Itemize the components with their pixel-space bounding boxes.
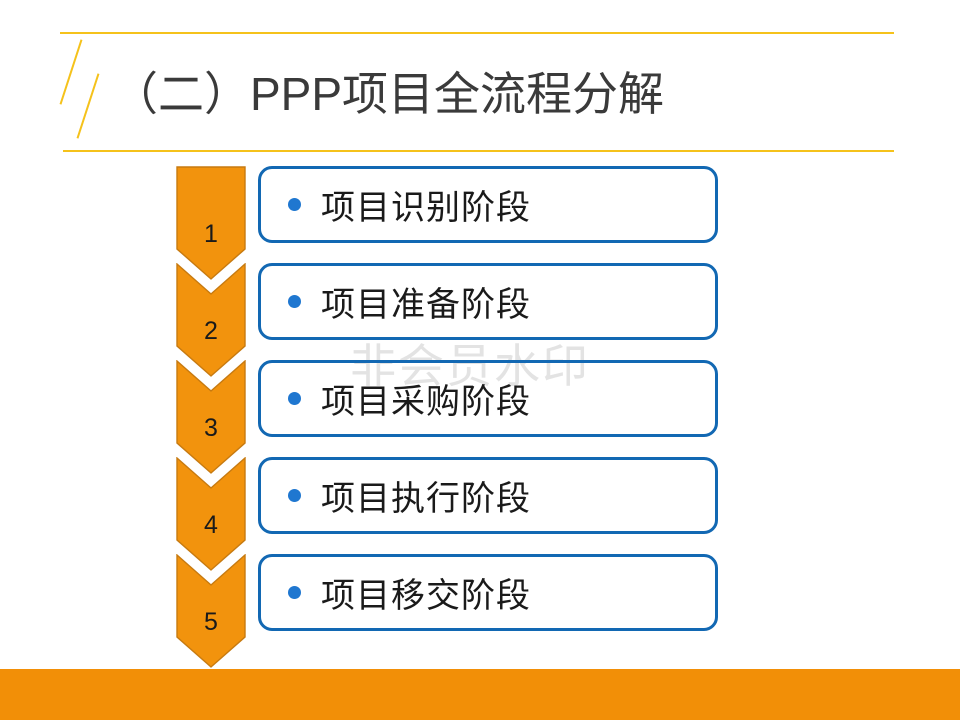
bottom-accent-bar [0, 669, 960, 720]
chevron-down-icon [176, 166, 246, 280]
watermark-text: 非会员水印 [350, 340, 590, 392]
phase-box-5[interactable]: 项目移交阶段 [258, 554, 718, 631]
bullet-icon [288, 392, 301, 405]
step-number-2: 2 [204, 317, 218, 345]
phase-box-4[interactable]: 项目执行阶段 [258, 457, 718, 534]
bullet-icon [288, 586, 301, 599]
chevron-down-icon [176, 360, 246, 474]
bullet-icon [288, 295, 301, 308]
phase-box-1[interactable]: 项目识别阶段 [258, 166, 718, 243]
title-slash-icon-2 [76, 73, 100, 139]
title-slash-icon-1 [59, 39, 83, 105]
phase-label-5: 项目移交阶段 [321, 577, 531, 615]
step-chevron-3: 3 [176, 360, 246, 474]
step-chevron-4: 4 [176, 457, 246, 571]
step-number-1: 1 [204, 220, 218, 248]
title-top-rule [60, 32, 894, 34]
phase-label-4: 项目执行阶段 [321, 480, 531, 518]
phase-label-1: 项目识别阶段 [321, 189, 531, 227]
title-bottom-rule [63, 150, 894, 152]
phase-label-3: 项目采购阶段 [321, 383, 531, 421]
step-chevron-column: 1 2 3 4 5 [176, 166, 246, 668]
step-number-5: 5 [204, 608, 218, 636]
bullet-icon [288, 489, 301, 502]
step-chevron-1: 1 [176, 166, 246, 280]
step-chevron-5: 5 [176, 554, 246, 668]
chevron-down-icon [176, 457, 246, 571]
step-chevron-2: 2 [176, 263, 246, 377]
chevron-down-icon [176, 554, 246, 668]
chevron-down-icon [176, 263, 246, 377]
phase-label-2: 项目准备阶段 [321, 286, 531, 324]
bullet-icon [288, 198, 301, 211]
step-number-3: 3 [204, 414, 218, 442]
phase-box-3[interactable]: 项目采购阶段 [258, 360, 718, 437]
page-title: （二）PPP项目全流程分解 [112, 68, 665, 120]
step-number-4: 4 [204, 511, 218, 539]
phase-box-2[interactable]: 项目准备阶段 [258, 263, 718, 340]
